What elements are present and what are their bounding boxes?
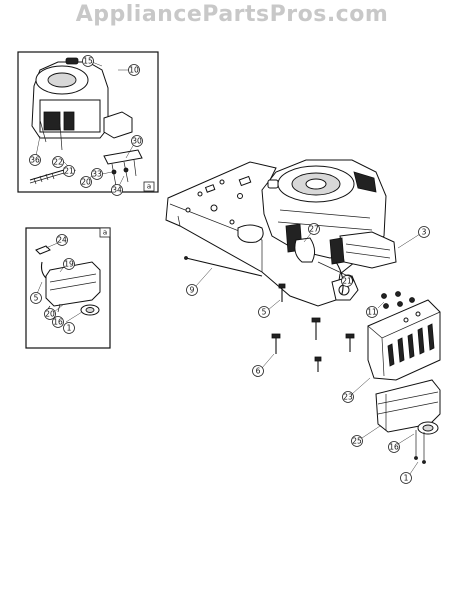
svg-text:19: 19: [64, 260, 74, 269]
callout-25[interactable]: 25: [351, 435, 363, 447]
svg-text:15: 15: [83, 57, 93, 66]
svg-text:a: a: [103, 229, 107, 237]
callout-16-inset[interactable]: 16: [52, 316, 64, 328]
svg-text:24: 24: [57, 236, 67, 245]
muffler-main: [375, 379, 441, 464]
long-rod: [184, 256, 263, 277]
svg-text:10: 10: [129, 66, 139, 75]
engine-main: [261, 159, 397, 295]
site-watermark: AppliancePartsPros.com: [75, 2, 389, 27]
svg-text:21: 21: [64, 167, 74, 176]
svg-text:5: 5: [262, 308, 267, 317]
callout-36[interactable]: 36: [29, 154, 41, 166]
svg-text:16: 16: [53, 318, 63, 327]
svg-text:27: 27: [309, 225, 319, 234]
callout-24[interactable]: 24: [56, 234, 68, 246]
callout-33[interactable]: 33: [91, 168, 103, 180]
callout-20-inset-b[interactable]: 20: [44, 308, 56, 320]
callout-5-inset[interactable]: 5: [30, 292, 42, 304]
svg-text:33: 33: [92, 170, 102, 179]
callout-5-main[interactable]: 5: [258, 306, 270, 318]
callout-6[interactable]: 6: [252, 365, 264, 377]
callout-15[interactable]: 15: [82, 55, 94, 67]
svg-text:22: 22: [53, 158, 63, 167]
svg-text:34: 34: [112, 186, 122, 195]
svg-text:a: a: [147, 183, 151, 191]
svg-text:5: 5: [34, 294, 39, 303]
callout-27[interactable]: 27: [308, 223, 320, 235]
callout-1-inset[interactable]: 1: [63, 322, 75, 334]
svg-text:21: 21: [342, 277, 352, 286]
callout-21[interactable]: 21: [63, 165, 75, 177]
callout-11[interactable]: 11: [366, 306, 378, 318]
svg-text:9: 9: [190, 286, 195, 295]
svg-text:16: 16: [389, 443, 399, 452]
callout-16-main[interactable]: 16: [388, 441, 400, 453]
callout-22[interactable]: 22: [52, 156, 64, 168]
svg-text:3: 3: [422, 228, 427, 237]
svg-text:36: 36: [30, 156, 40, 165]
callout-23[interactable]: 23: [342, 391, 354, 403]
svg-text:20: 20: [81, 178, 91, 187]
callout-20-inset[interactable]: 20: [80, 176, 92, 188]
engine-small-drawing: [31, 57, 133, 151]
callout-10[interactable]: 10: [128, 64, 140, 76]
callout-21-main[interactable]: 21: [341, 275, 353, 287]
callout-30[interactable]: 30: [131, 135, 143, 147]
inset-muffler-tag: a: [99, 227, 111, 238]
svg-text:1: 1: [67, 324, 72, 333]
callout-9[interactable]: 9: [186, 284, 198, 296]
svg-text:30: 30: [132, 137, 142, 146]
callout-1-main[interactable]: 1: [400, 472, 412, 484]
svg-text:11: 11: [367, 308, 377, 317]
svg-text:20: 20: [45, 310, 55, 319]
heat-shield: [367, 299, 441, 381]
svg-text:1: 1: [404, 474, 409, 483]
muffler-small-drawing: [35, 245, 101, 316]
svg-text:6: 6: [256, 367, 261, 376]
svg-text:23: 23: [343, 393, 353, 402]
callout-34[interactable]: 34: [111, 184, 123, 196]
callout-3[interactable]: 3: [418, 226, 430, 238]
svg-text:25: 25: [352, 437, 362, 446]
inset-engine-tag: a: [143, 181, 155, 192]
callout-19[interactable]: 19: [63, 258, 75, 270]
